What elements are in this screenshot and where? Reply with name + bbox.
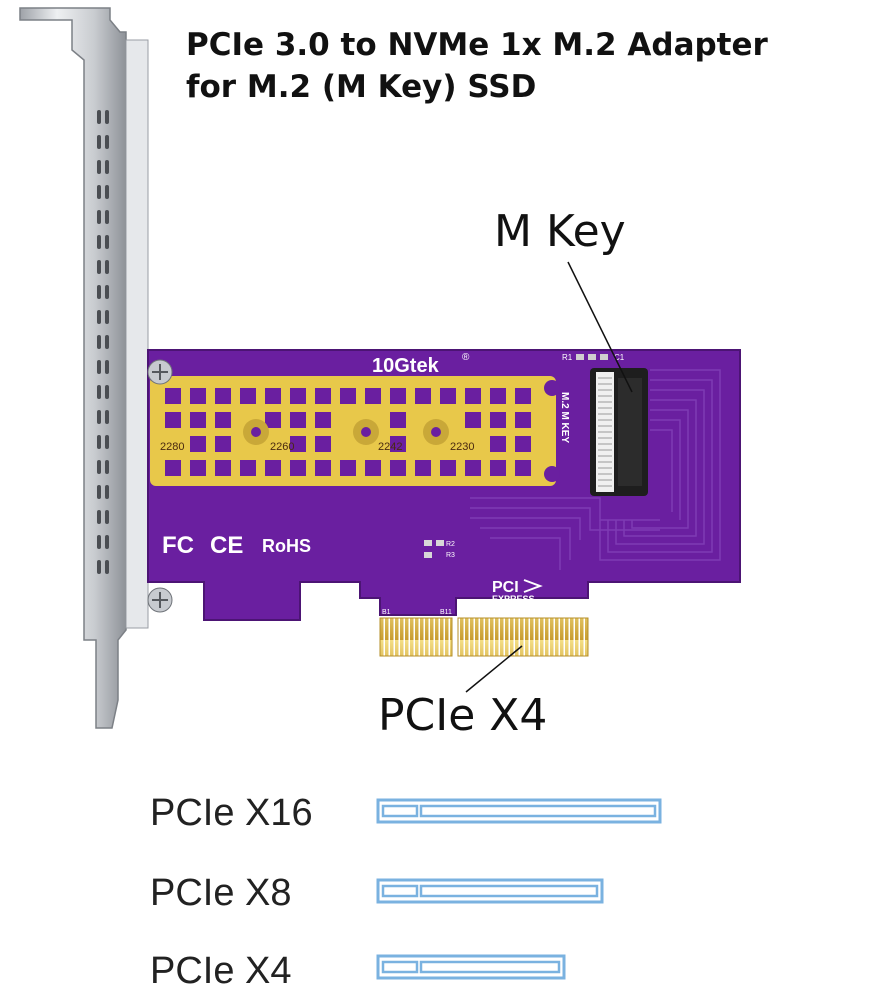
slot-x4-diagram bbox=[376, 954, 566, 980]
title-line-2: for M.2 (M Key) SSD bbox=[186, 69, 537, 105]
slot-x16-diagram bbox=[376, 798, 662, 824]
slot-label-x4: PCIe X4 bbox=[150, 950, 292, 992]
rohs-mark: RoHS bbox=[262, 536, 311, 556]
product-title: PCIe 3.0 to NVMe 1x M.2 Adapter for M.2 … bbox=[186, 24, 768, 108]
ce-mark: CE bbox=[210, 532, 243, 559]
gold-fingers bbox=[379, 617, 589, 657]
pcie-x4-pointer bbox=[465, 645, 523, 693]
slot-label-x8: PCIe X8 bbox=[150, 872, 292, 914]
standoff-label-2242: 2242 bbox=[378, 441, 402, 453]
standoff-label-2260: 2260 bbox=[270, 441, 294, 453]
slot-label-x16: PCIe X16 bbox=[150, 792, 313, 834]
pin-label-b11: B11 bbox=[440, 609, 452, 616]
ssd-mounting-pad: 2280 2260 2242 2230 bbox=[150, 376, 560, 486]
resistor-label-r1: R1 bbox=[562, 353, 573, 362]
registered-mark: ® bbox=[462, 352, 470, 363]
m2-connector bbox=[590, 368, 648, 496]
screw-icon bbox=[147, 359, 173, 385]
title-line-1: PCIe 3.0 to NVMe 1x M.2 Adapter bbox=[186, 27, 768, 63]
pcie-x4-callout: PCIe X4 bbox=[378, 690, 548, 741]
pci-express-label: EXPRESS bbox=[492, 594, 535, 604]
pcie-tagline: PCIe X4 to NVMe bbox=[476, 607, 556, 618]
standoff-label-2280: 2280 bbox=[160, 441, 184, 453]
slot-x8-diagram bbox=[376, 878, 604, 904]
pci-logo: PCI bbox=[492, 579, 519, 596]
pin-label-b32: B32 bbox=[578, 609, 591, 616]
capacitor-label-c1: C1 bbox=[614, 353, 625, 362]
standoff-holes bbox=[243, 380, 560, 482]
brand-logo: 10Gtek bbox=[372, 355, 440, 377]
pcb-board: 2280 2260 2242 2230 10Gtek ® R1 C1 M.2 M… bbox=[147, 349, 741, 657]
pin-label-b12: B12 bbox=[460, 609, 473, 616]
bracket bbox=[19, 7, 149, 729]
m2-key-label: M.2 M KEY bbox=[559, 392, 570, 443]
standoff-label-2230: 2230 bbox=[450, 441, 474, 453]
pin-label-b1: B1 bbox=[382, 609, 391, 616]
slot-diagrams bbox=[376, 798, 662, 980]
m-key-pointer bbox=[567, 261, 633, 393]
m-key-callout: M Key bbox=[494, 206, 626, 257]
fc-mark: FC bbox=[162, 532, 194, 559]
component-label-r3: R3 bbox=[446, 552, 455, 559]
component-label-r2: R2 bbox=[446, 541, 455, 548]
screw-icon bbox=[147, 587, 173, 613]
